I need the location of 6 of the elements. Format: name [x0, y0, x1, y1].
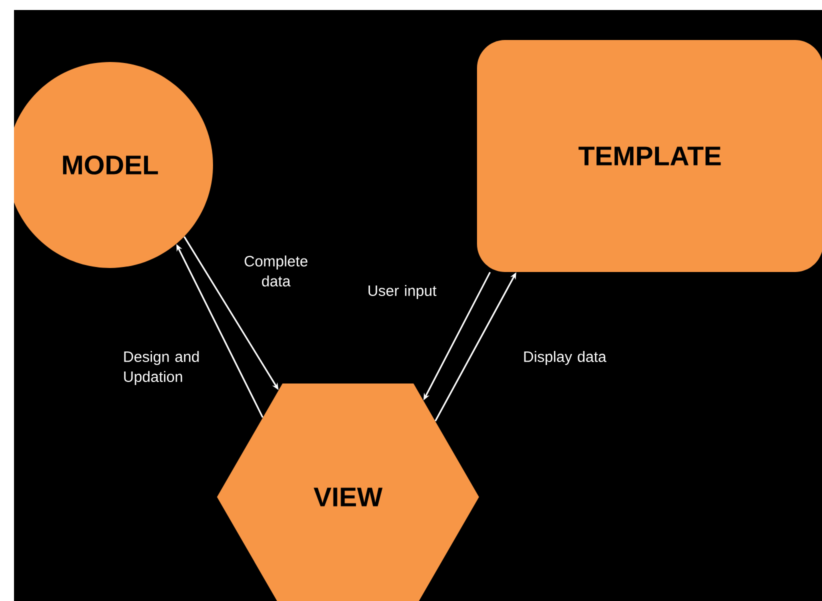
view-hexagon: VIEW [217, 384, 479, 601]
edge-label: Complete data [244, 255, 308, 286]
template-box: TEMPLATE [477, 40, 822, 272]
edge-label: User input [368, 285, 436, 299]
edge-label: Design and Updation [124, 351, 199, 385]
edge-label: Display data [524, 351, 606, 365]
